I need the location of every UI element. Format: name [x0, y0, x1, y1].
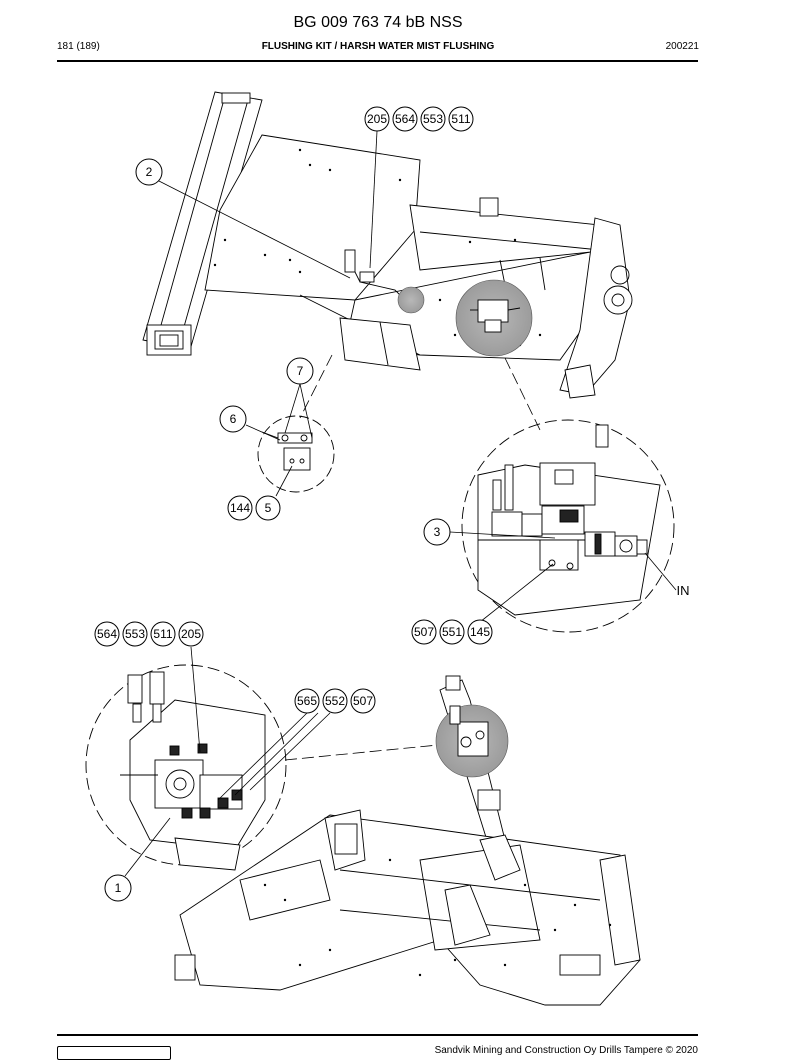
inlet-label: IN	[677, 583, 690, 598]
callout-205: 205	[367, 112, 387, 126]
callout-3: 3	[434, 525, 441, 539]
footer-rule	[57, 1034, 698, 1036]
callout-144: 144	[230, 501, 250, 515]
callout-5: 5	[265, 501, 272, 515]
callout-bubbles	[94, 106, 493, 902]
callout-507: 507	[414, 625, 434, 639]
detail-view-valve-block	[85, 664, 287, 871]
document-date: 200221	[665, 41, 699, 52]
page-number: 181 (189)	[57, 41, 100, 52]
footer-copyright: Sandvik Mining and Construction Oy Drill…	[434, 1045, 698, 1056]
callout-145: 145	[470, 625, 490, 639]
callout-511: 511	[153, 627, 172, 641]
callout-553: 553	[423, 112, 443, 126]
callout-6: 6	[230, 412, 237, 426]
callout-507: 507	[353, 694, 373, 708]
callout-564: 564	[395, 112, 415, 126]
detail-view-small	[257, 415, 335, 493]
callout-1: 1	[115, 881, 122, 895]
leader-lines	[124, 130, 677, 877]
callout-2: 2	[146, 165, 153, 179]
callout-553: 553	[125, 627, 145, 641]
detail-marker-valve	[397, 286, 425, 314]
callout-551: 551	[442, 625, 462, 639]
callout-565: 565	[297, 694, 317, 708]
document-number: BG 009 763 74 bB NSS	[293, 14, 463, 31]
callout-7: 7	[297, 364, 304, 378]
callout-511: 511	[451, 112, 470, 126]
sandvik-logo	[57, 1046, 171, 1060]
upper-frame-assembly	[142, 91, 633, 399]
callout-205: 205	[181, 627, 201, 641]
callout-552: 552	[325, 694, 345, 708]
header-rule	[57, 60, 698, 62]
detail-view-nozzle	[461, 419, 675, 633]
page-title: FLUSHING KIT / HARSH WATER MIST FLUSHING	[261, 41, 495, 52]
callout-564: 564	[97, 627, 117, 641]
